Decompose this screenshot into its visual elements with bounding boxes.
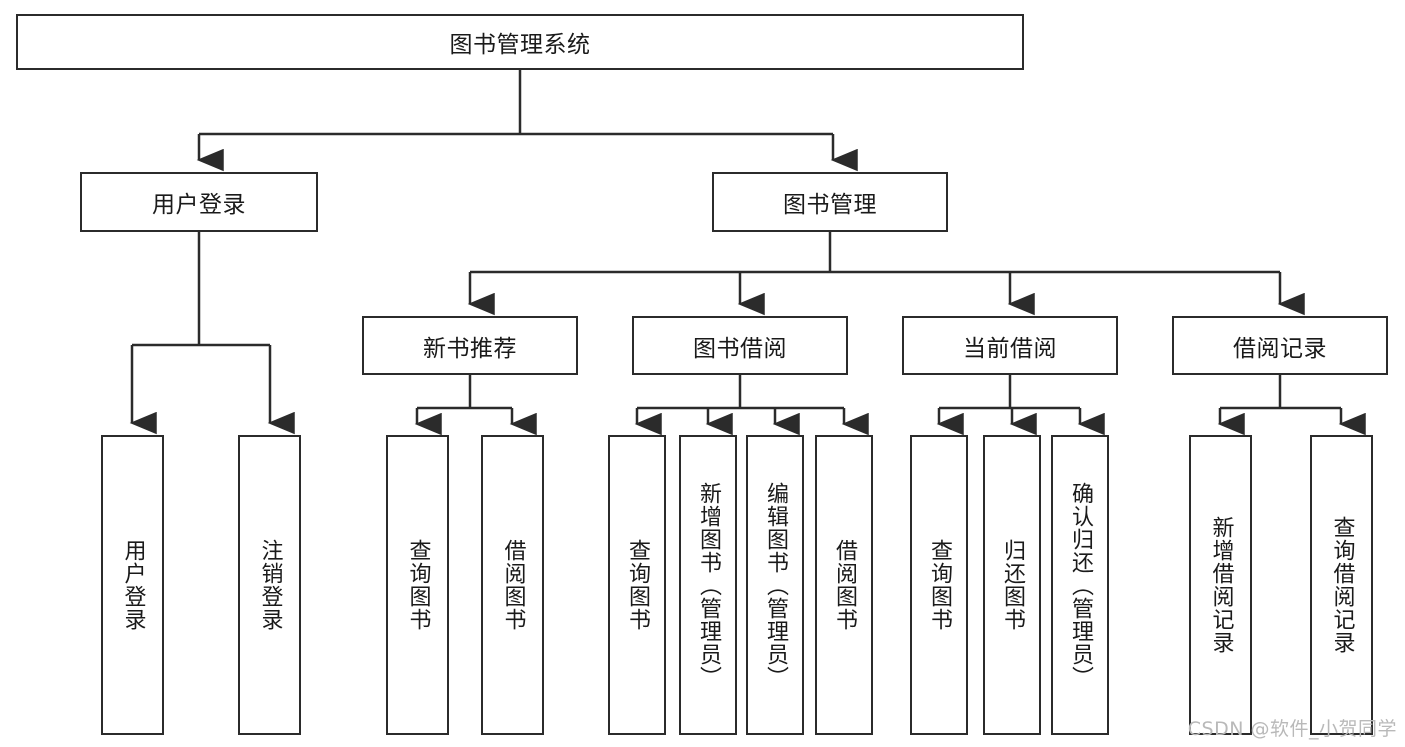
- node-book-manage-label: 图书管理: [783, 192, 877, 218]
- node-root-label: 图书管理系统: [449, 32, 591, 58]
- node-leaf-add-book[interactable]: 新增图书（管理员）: [679, 435, 737, 735]
- node-leaf-query-record[interactable]: 查询借阅记录: [1310, 435, 1373, 735]
- node-leaf-borrow-book-2-label: 借阅图书: [831, 539, 857, 631]
- node-leaf-query-book-1[interactable]: 查询图书: [386, 435, 449, 735]
- node-leaf-query-book-1-label: 查询图书: [405, 539, 431, 631]
- node-borrow-record-label: 借阅记录: [1233, 335, 1327, 362]
- watermark: CSDN @软件_小贺同学: [1187, 718, 1397, 740]
- node-leaf-logout[interactable]: 注销登录: [238, 435, 301, 735]
- node-leaf-query-book-2[interactable]: 查询图书: [608, 435, 666, 735]
- node-leaf-user-login[interactable]: 用户登录: [101, 435, 164, 735]
- node-leaf-edit-book-label: 编辑图书（管理员）: [762, 481, 788, 689]
- node-leaf-logout-label: 注销登录: [257, 539, 283, 631]
- node-leaf-confirm-return[interactable]: 确认归还（管理员）: [1051, 435, 1109, 735]
- node-leaf-edit-book[interactable]: 编辑图书（管理员）: [746, 435, 804, 735]
- node-leaf-query-book-3[interactable]: 查询图书: [910, 435, 968, 735]
- node-user-login-label: 用户登录: [152, 192, 246, 218]
- node-book-borrow-label: 图书借阅: [693, 335, 787, 362]
- node-leaf-borrow-book-1-label: 借阅图书: [500, 539, 526, 631]
- node-leaf-borrow-book-1[interactable]: 借阅图书: [481, 435, 544, 735]
- node-leaf-borrow-book-2[interactable]: 借阅图书: [815, 435, 873, 735]
- node-root[interactable]: 图书管理系统: [16, 14, 1024, 70]
- node-leaf-add-book-label: 新增图书（管理员）: [695, 481, 721, 689]
- node-leaf-return-book-label: 归还图书: [999, 539, 1025, 631]
- node-new-book-rec-label: 新书推荐: [423, 335, 517, 362]
- node-leaf-query-book-2-label: 查询图书: [624, 539, 650, 631]
- node-new-book-rec[interactable]: 新书推荐: [362, 316, 578, 375]
- node-book-borrow[interactable]: 图书借阅: [632, 316, 848, 375]
- node-leaf-user-login-label: 用户登录: [120, 539, 146, 631]
- node-leaf-query-book-3-label: 查询图书: [926, 539, 952, 631]
- node-user-login[interactable]: 用户登录: [80, 172, 318, 232]
- node-leaf-add-record-label: 新增借阅记录: [1208, 516, 1234, 654]
- node-book-manage[interactable]: 图书管理: [712, 172, 948, 232]
- node-leaf-confirm-return-label: 确认归还（管理员）: [1067, 481, 1093, 689]
- node-current-borrow-label: 当前借阅: [963, 335, 1057, 362]
- node-current-borrow[interactable]: 当前借阅: [902, 316, 1118, 375]
- node-leaf-return-book[interactable]: 归还图书: [983, 435, 1041, 735]
- node-leaf-add-record[interactable]: 新增借阅记录: [1189, 435, 1252, 735]
- node-borrow-record[interactable]: 借阅记录: [1172, 316, 1388, 375]
- node-leaf-query-record-label: 查询借阅记录: [1329, 516, 1355, 654]
